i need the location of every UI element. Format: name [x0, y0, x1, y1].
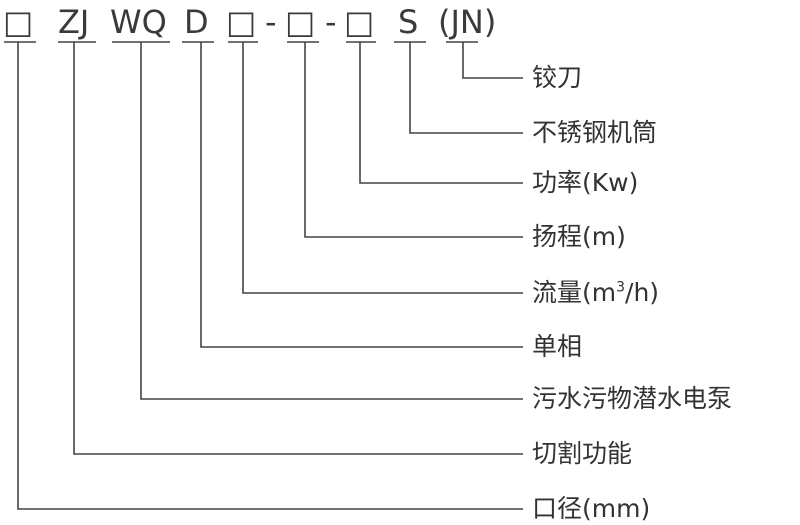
label-head: 扬程(m) — [532, 222, 626, 251]
label-flow-sup: 3 — [616, 279, 626, 296]
code-box-caliber: □ — [3, 3, 34, 41]
leader-single-phase — [200, 42, 523, 348]
code-d: D — [184, 3, 209, 41]
label-single-phase: 单相 — [532, 332, 583, 361]
label-pump: 污水污物潜水电泵 — [532, 384, 733, 413]
code-box-head: □ — [285, 3, 316, 41]
code-zj: ZJ — [58, 3, 90, 41]
label-flow-post: /h) — [625, 278, 660, 307]
label-jiaodao: 铰刀 — [532, 63, 583, 92]
label-diameter: 口径(mm) — [532, 494, 651, 523]
leader-jiaodao — [462, 42, 523, 79]
label-stainless: 不锈钢机筒 — [532, 118, 658, 147]
code-dash-1: - — [265, 3, 277, 41]
leader-flow — [242, 42, 523, 294]
code-box-power: □ — [344, 3, 375, 41]
label-power: 功率(Kw) — [532, 168, 639, 197]
leader-stainless — [409, 42, 523, 134]
code-dash-2: - — [325, 3, 337, 41]
code-jn: (JN) — [438, 3, 497, 41]
label-flow-pre: 流量(m — [532, 278, 617, 307]
label-flow: 流量(m3/h) — [532, 277, 659, 309]
code-s: S — [398, 3, 419, 41]
label-cutting: 切割功能 — [532, 439, 633, 468]
leader-head — [304, 42, 523, 238]
leader-cutting — [73, 42, 523, 455]
leader-power — [359, 42, 523, 184]
code-wq: WQ — [110, 3, 167, 41]
code-box-flow: □ — [226, 3, 257, 41]
leader-diameter — [17, 42, 523, 510]
leader-pump — [140, 42, 523, 400]
